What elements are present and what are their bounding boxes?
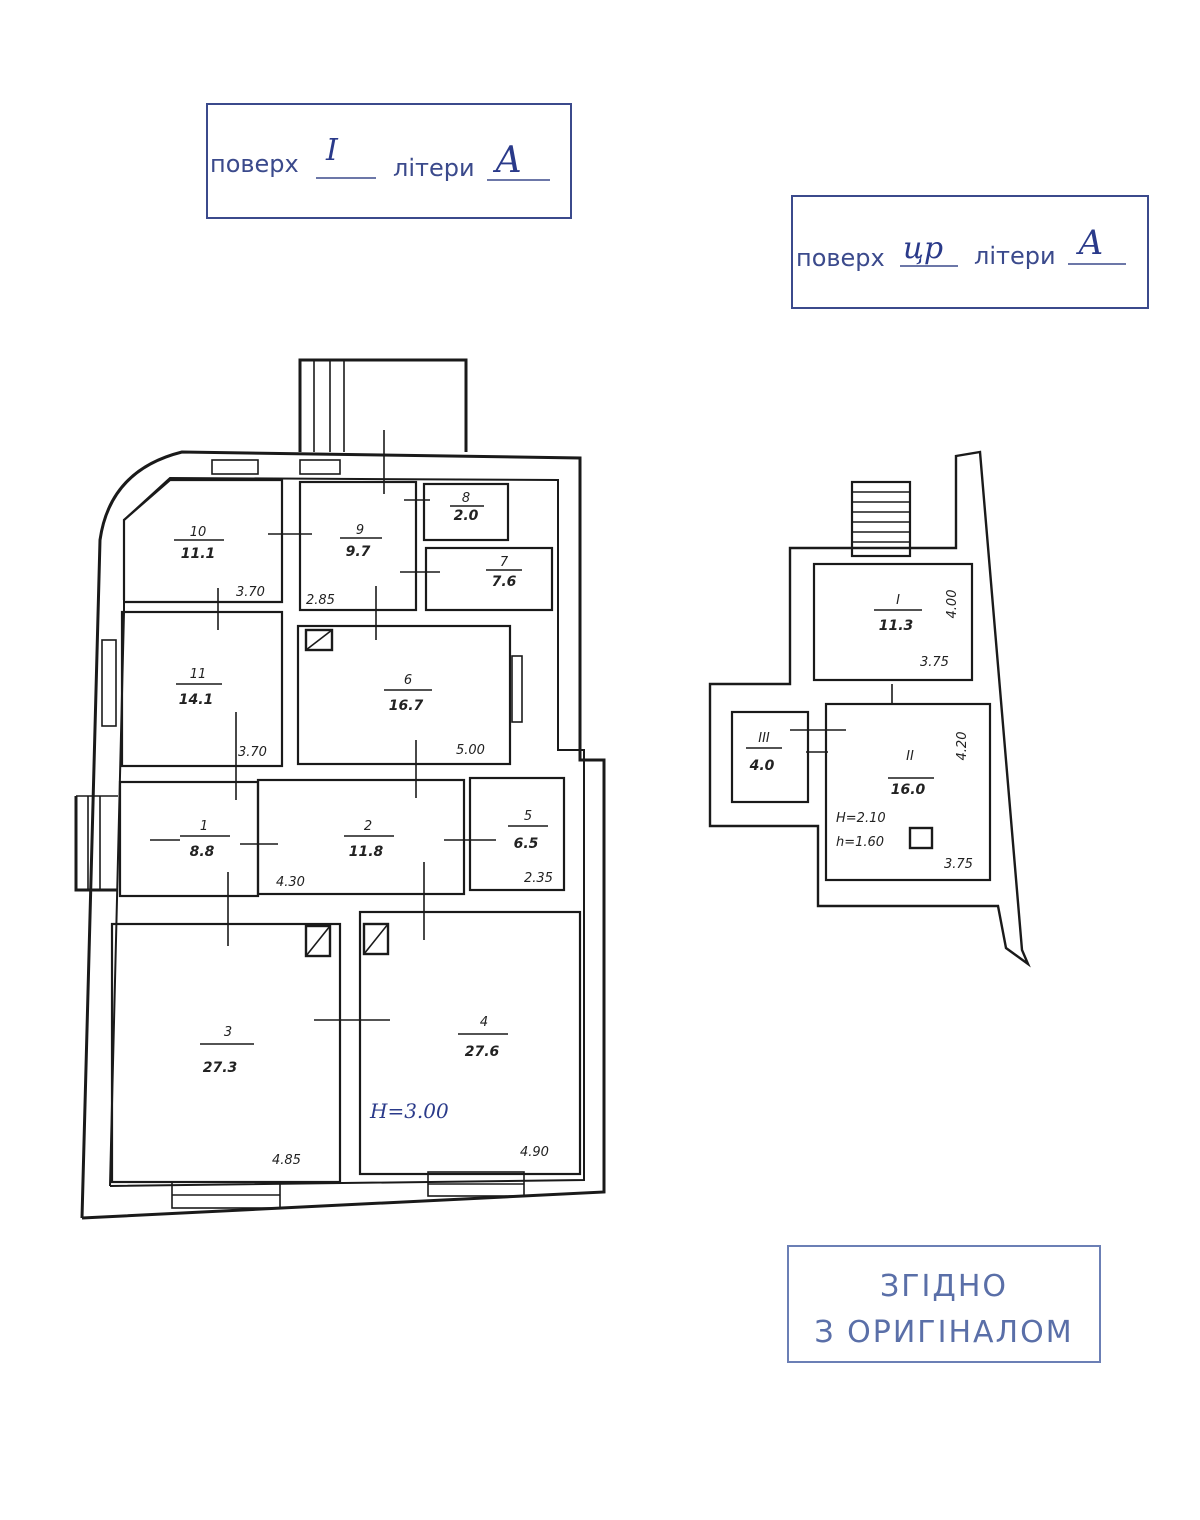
svg-text:7: 7	[500, 555, 509, 570]
basement-stamp-floor-value: цр	[903, 231, 943, 266]
room-I-label: I 11.3	[874, 593, 922, 634]
svg-text:7.6: 7.6	[492, 574, 517, 590]
room-11-label: 11 14.1	[176, 667, 222, 708]
floor1-stamp-letter-label: літери	[393, 154, 475, 182]
room-10-label: 10 11.1	[174, 525, 224, 562]
room-8-label: 8 2.0	[450, 491, 484, 524]
svg-text:4: 4	[480, 1015, 488, 1030]
room-4-label: 4 27.6	[458, 1015, 508, 1060]
dim-room-11: 3.70	[238, 745, 267, 760]
dim-room-II-side: 4.20	[955, 732, 970, 761]
floor1-stamp-letter-value: А	[492, 140, 522, 181]
room-6-label: 6 16.7	[384, 673, 432, 714]
dim-room-6: 5.00	[456, 743, 485, 758]
room-II-label: II 16.0	[888, 749, 934, 798]
dim-room-2: 4.30	[276, 875, 305, 890]
floor1-walls	[74, 358, 606, 1220]
svg-text:27.3: 27.3	[203, 1060, 238, 1076]
certify-stamp-line2: З ОРИГІНАЛОМ	[814, 1315, 1073, 1350]
floor1-room-labels: 10 11.1 9 9.7 8 2.0 7 7.6 11 14.1 6 16.7	[174, 491, 548, 1076]
svg-text:11: 11	[190, 667, 207, 682]
floor1-stamp: поверх I літери А	[206, 103, 572, 219]
svg-text:11.8: 11.8	[349, 844, 384, 860]
svg-text:5: 5	[524, 809, 532, 824]
certify-stamp: ЗГІДНО З ОРИГІНАЛОМ	[787, 1245, 1101, 1363]
svg-text:6: 6	[404, 673, 412, 688]
basement-room-labels: I 11.3 III 4.0 II 16.0 4.00 3.75 4.20 3.…	[746, 590, 973, 872]
room-9-label: 9 9.7	[340, 523, 382, 560]
basement-stamp: поверх цр літери А	[791, 195, 1149, 309]
svg-text:8.8: 8.8	[190, 844, 215, 860]
dim-room-3: 4.85	[272, 1153, 301, 1168]
room-3-label: 3 27.3	[200, 1025, 254, 1076]
floor1-stamp-floor-label: поверх	[210, 150, 299, 178]
dim-room-10: 3.70	[236, 585, 265, 600]
basement-stamp-letter-value: А	[1076, 223, 1104, 263]
room-2-label: 2 11.8	[344, 819, 394, 860]
floor1-stamp-floor-value: I	[325, 133, 339, 168]
svg-text:8: 8	[462, 491, 470, 506]
dim-room-I-side: 4.00	[945, 590, 960, 619]
basement-pit-note: h=1.60	[836, 835, 884, 850]
dim-room-5: 2.35	[524, 871, 553, 886]
svg-text:14.1: 14.1	[179, 692, 214, 708]
dim-room-II: 3.75	[944, 857, 973, 872]
basement-stamp-letter-label: літери	[974, 242, 1056, 270]
svg-text:9: 9	[356, 523, 364, 538]
room-III-label: III 4.0	[746, 731, 782, 774]
dim-room-4: 4.90	[520, 1145, 549, 1160]
svg-text:I: I	[896, 593, 900, 608]
svg-text:III: III	[758, 731, 770, 746]
room-7-label: 7 7.6	[486, 555, 522, 590]
basement-stamp-floor-label: поверх	[796, 244, 885, 272]
svg-text:11.3: 11.3	[879, 618, 914, 634]
svg-text:27.6: 27.6	[465, 1044, 500, 1060]
basement-height-note: Н=2.10	[836, 811, 886, 826]
floor1-dimensions: 3.70 2.85 3.70 5.00 4.30 2.35 4.85 4.90 …	[236, 585, 553, 1168]
svg-text:2.0: 2.0	[454, 508, 479, 524]
certify-stamp-line1: ЗГІДНО	[880, 1269, 1008, 1304]
svg-text:4.0: 4.0	[749, 758, 775, 774]
svg-text:16.7: 16.7	[389, 698, 424, 714]
svg-text:3: 3	[224, 1025, 232, 1040]
svg-text:11.1: 11.1	[181, 546, 216, 562]
basement-walls	[708, 450, 1031, 968]
svg-text:9.7: 9.7	[346, 544, 371, 560]
dim-room-9: 2.85	[306, 593, 335, 608]
floor1-height-note: Н=3.00	[369, 1099, 449, 1123]
room-5-label: 5 6.5	[508, 809, 548, 852]
svg-text:II: II	[906, 749, 914, 764]
svg-text:1: 1	[200, 819, 208, 834]
svg-text:10: 10	[190, 525, 207, 540]
dim-room-I: 3.75	[920, 655, 949, 670]
room-1-label: 1 8.8	[180, 819, 230, 860]
svg-text:2: 2	[364, 819, 372, 834]
svg-text:16.0: 16.0	[891, 782, 926, 798]
svg-text:6.5: 6.5	[514, 836, 539, 852]
